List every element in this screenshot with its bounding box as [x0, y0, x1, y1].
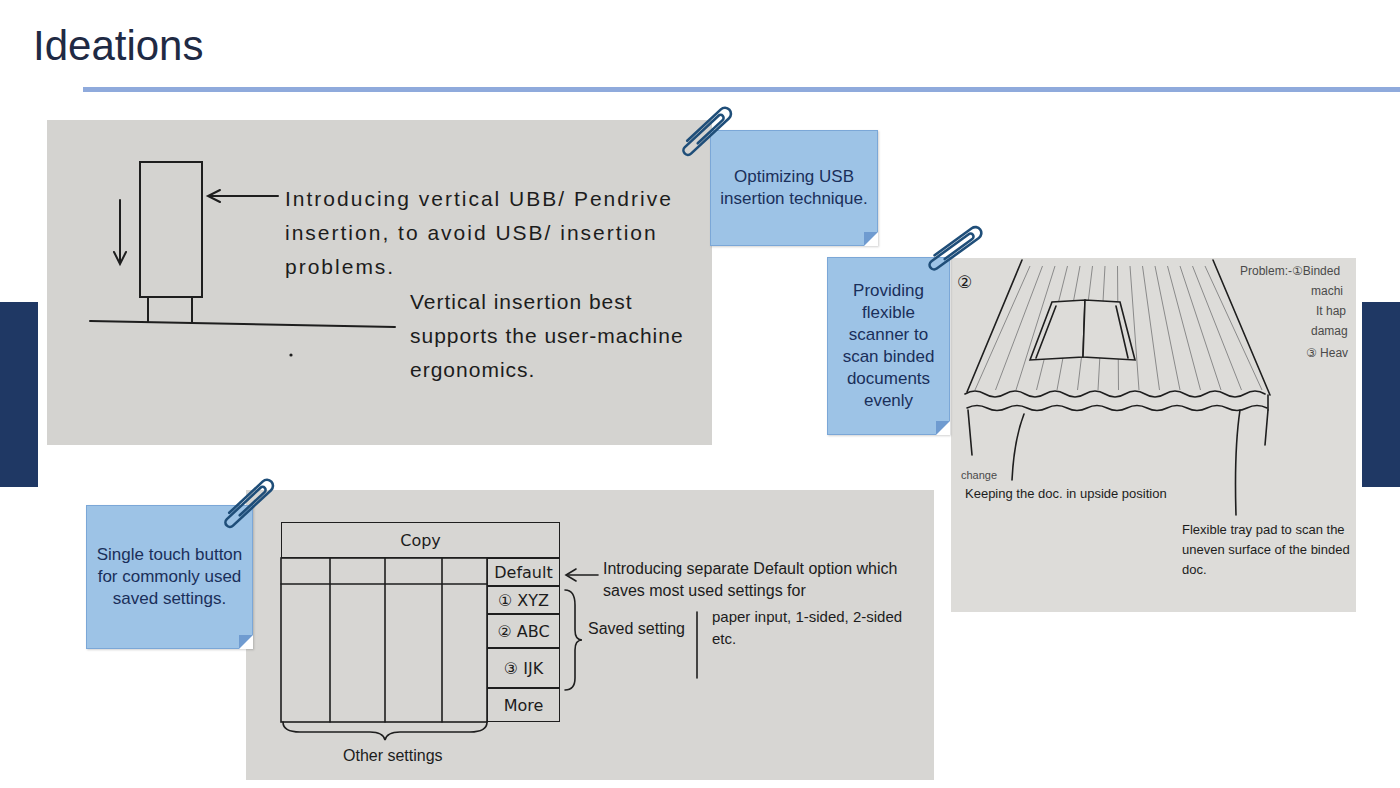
sketch-annotation: ② [957, 272, 972, 293]
sketch-paper [951, 258, 1356, 612]
side-bar [0, 302, 38, 487]
ui-button-cell: Default [487, 558, 560, 586]
note-text: Single touch button for commonly used sa… [95, 544, 244, 610]
cell-label: ③ IJK [504, 659, 543, 678]
usb-sketch [90, 162, 395, 327]
sketch-paper [47, 120, 712, 445]
tray-stripes [975, 266, 1262, 390]
sketch-annotation: machi [1311, 284, 1343, 299]
note-text: Optimizing USB insertion technique. [719, 166, 869, 210]
cell-label: ① XYZ [498, 591, 549, 610]
side-bar [1362, 302, 1400, 487]
sticky-note: Optimizing USB insertion technique. [710, 130, 878, 246]
sketch-annotation: Keeping the doc. in upside position [965, 486, 1167, 502]
sketch-panel: Introducing vertical UBB/ Pendrive inser… [47, 120, 712, 445]
sticky-note: Single touch button for commonly used sa… [86, 505, 253, 649]
sketch-annotation: Saved setting [588, 619, 685, 639]
cell-label: ② ABC [497, 622, 549, 641]
sketch-annotation: Flexible tray pad to scan the uneven sur… [1182, 520, 1352, 580]
sketch-annotation: Vertical insertion best supports the use… [410, 285, 705, 387]
ui-button-cell: ③ IJK [487, 648, 560, 688]
sketch-annotation: Other settings [343, 746, 443, 766]
sticky-note: Providing flexible scanner to scan binde… [827, 257, 950, 435]
sketch-annotation: damag [1311, 324, 1348, 339]
sketch-panel: ② Problem:-①Binded machi It hap damag ③ Heav c… [951, 258, 1356, 612]
sketch-annotation: It hap [1316, 304, 1346, 319]
ui-button-cell: More [487, 688, 560, 722]
sketch-annotation: Introducing separate Default option whic… [603, 558, 923, 602]
ui-button-cell: ② ABC [487, 614, 560, 648]
sketch-panel: Introducing separate Default option whic… [246, 490, 934, 780]
cell-label: Copy [400, 531, 441, 550]
sketch-paper [246, 490, 934, 780]
ui-header-cell: Copy [281, 522, 560, 558]
pen-dot [289, 353, 292, 356]
slide-title: Ideations [33, 22, 203, 70]
cell-label: Default [494, 563, 552, 582]
scanner-sketch [965, 260, 1270, 515]
note-text: Providing flexible scanner to scan binde… [836, 280, 941, 412]
sketch-annotation: Problem:-①Binded [1240, 264, 1340, 279]
sketch-annotation: paper input, 1-sided, 2-sided etc. [712, 606, 922, 650]
sketch-annotation: change [961, 468, 997, 482]
title-rule [83, 87, 1400, 92]
ui-button-cell: ① XYZ [487, 586, 560, 614]
sketch-annotation: Introducing vertical UBB/ Pendrive inser… [285, 182, 675, 284]
cell-label: More [504, 696, 544, 715]
sketch-annotation: ③ Heav [1306, 346, 1348, 361]
